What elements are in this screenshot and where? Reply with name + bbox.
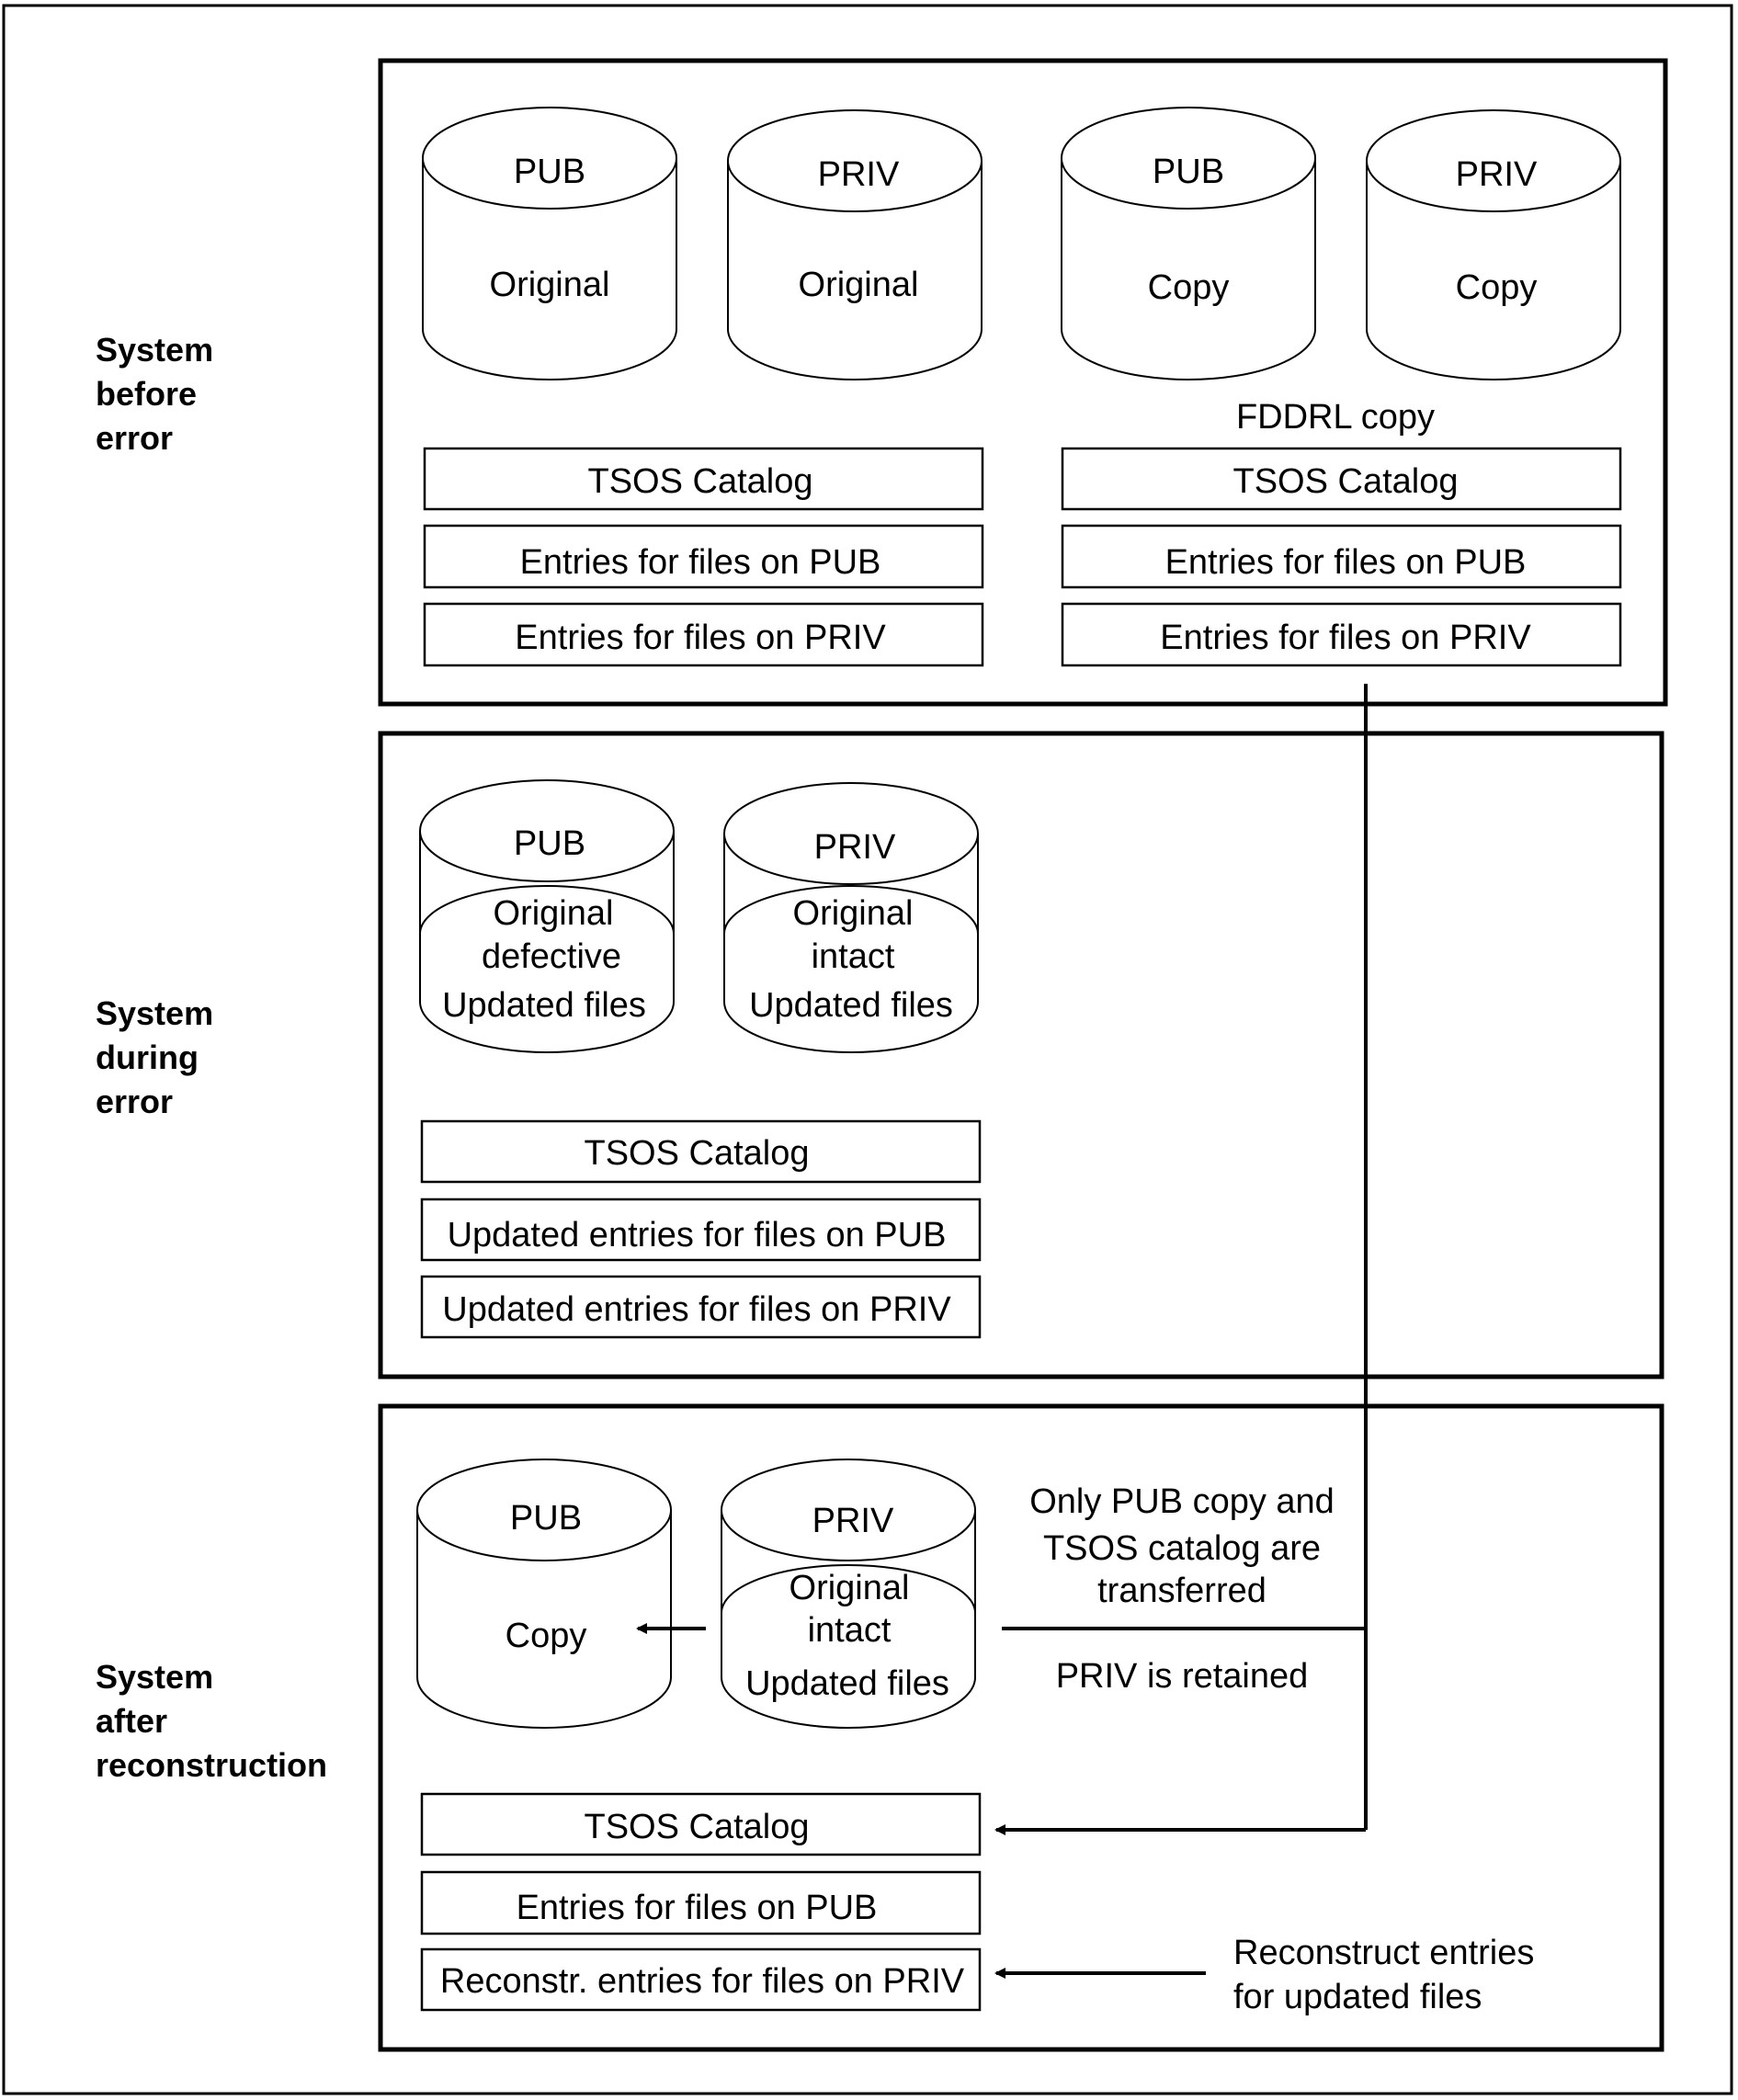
before-right-pub-entries-label: Entries for files on PUB: [1165, 543, 1527, 582]
disk-pub-original-label: Original: [490, 266, 610, 304]
side-label-after-line2: after: [96, 1702, 167, 1740]
disk-pub-after-label: Copy: [505, 1617, 587, 1655]
after-pub-entries-box: [420, 1870, 982, 1935]
disk-pub-original: [422, 107, 677, 380]
side-label-after-line1: System: [96, 1658, 213, 1696]
side-label-before-line2: before: [96, 375, 197, 413]
outer-frame: [2, 4, 1733, 2095]
before-left-catalog-box: [423, 447, 984, 511]
side-label-during-line1: System: [96, 994, 213, 1032]
side-label-after-line3: reconstruction: [96, 1746, 327, 1784]
before-right-priv-entries-label: Entries for files on PRIV: [1160, 619, 1531, 657]
disk-pub-during-lower: Updated files: [442, 986, 646, 1025]
disk-priv-after-lower: Updated files: [745, 1664, 949, 1703]
disk-pub-copy-title: PUB: [1153, 153, 1224, 191]
reconstruct-note-line1: Reconstruct entries: [1233, 1934, 1534, 1972]
disk-priv-during: [723, 782, 979, 1053]
disk-priv-original-label: Original: [799, 266, 919, 304]
during-priv-entries-label: Updated entries for files on PRIV: [442, 1290, 951, 1329]
disk-priv-copy-label: Copy: [1456, 268, 1538, 307]
side-label-after: System after reconstruction: [96, 1658, 327, 1784]
after-pub-entries-label: Entries for files on PUB: [517, 1889, 878, 1927]
disk-pub-during-upper-line1: Original: [494, 894, 614, 933]
before-right-catalog-box: [1061, 447, 1622, 511]
disk-priv-during-upper-line2: intact: [812, 937, 895, 976]
disk-pub-during-title: PUB: [514, 824, 585, 863]
side-label-before: System before error: [96, 331, 213, 457]
disk-priv-after-upper-line1: Original: [789, 1569, 910, 1607]
disk-pub-during-upper-line2: defective: [482, 937, 621, 976]
disk-priv-after-title: PRIV: [812, 1502, 894, 1540]
disk-priv-original: [727, 109, 983, 380]
section-during-frame: [378, 731, 1664, 1379]
retain-note: PRIV is retained: [1056, 1657, 1309, 1696]
disk-pub-after: [416, 1459, 672, 1729]
fddrl-transfer-connector: [994, 684, 1368, 1835]
after-priv-entries-box: [420, 1947, 982, 2012]
before-left-catalog-label: TSOS Catalog: [588, 462, 813, 501]
disk-priv-during-title: PRIV: [814, 828, 896, 867]
side-label-during-line2: during: [96, 1039, 199, 1076]
disk-priv-after-upper-line2: intact: [808, 1611, 892, 1650]
before-left-priv-entries-label: Entries for files on PRIV: [515, 619, 886, 657]
during-catalog-label: TSOS Catalog: [585, 1134, 810, 1173]
disk-pub-during: [419, 779, 675, 1053]
transfer-note-line1: Only PUB copy and: [1029, 1482, 1335, 1521]
transfer-note-line3: transferred: [1097, 1572, 1267, 1610]
transfer-note-line2: TSOS catalog are: [1043, 1529, 1321, 1568]
before-right-catalog-label: TSOS Catalog: [1233, 462, 1459, 501]
during-pub-entries-label: Updated entries for files on PUB: [448, 1216, 947, 1254]
side-label-during: System during error: [96, 994, 213, 1120]
side-label-during-line3: error: [96, 1083, 173, 1120]
side-label-before-line1: System: [96, 331, 213, 369]
disk-priv-copy-title: PRIV: [1456, 155, 1538, 194]
during-priv-entries-box: [420, 1275, 982, 1339]
disk-priv-original-title: PRIV: [818, 155, 900, 194]
section-before-frame: [378, 58, 1668, 707]
disk-priv-copy: [1366, 109, 1621, 380]
disk-priv-during-lower: Updated files: [749, 986, 953, 1025]
after-catalog-label: TSOS Catalog: [585, 1808, 810, 1846]
before-right-pub-entries-box: [1061, 524, 1622, 589]
during-catalog-box: [420, 1119, 982, 1184]
before-right-priv-entries-box: [1061, 602, 1622, 667]
reconstruct-note-line2: for updated files: [1233, 1978, 1482, 2016]
disk-priv-after: [721, 1459, 976, 1729]
before-left-pub-entries-label: Entries for files on PUB: [520, 543, 881, 582]
side-label-before-line3: error: [96, 419, 173, 457]
after-priv-entries-label: Reconstr. entries for files on PRIV: [440, 1962, 965, 2001]
before-left-priv-entries-box: [423, 602, 984, 667]
fddrl-copy-caption: FDDRL copy: [1236, 398, 1435, 437]
section-after-frame: [378, 1403, 1664, 2052]
disk-pub-after-title: PUB: [510, 1499, 582, 1538]
before-left-pub-entries-box: [423, 524, 984, 589]
disk-priv-during-upper-line1: Original: [793, 894, 914, 933]
disk-pub-copy: [1061, 107, 1316, 380]
disk-pub-original-title: PUB: [514, 153, 585, 191]
during-pub-entries-box: [420, 1198, 982, 1262]
disk-pub-copy-label: Copy: [1148, 268, 1230, 307]
after-catalog-box: [420, 1792, 982, 1856]
